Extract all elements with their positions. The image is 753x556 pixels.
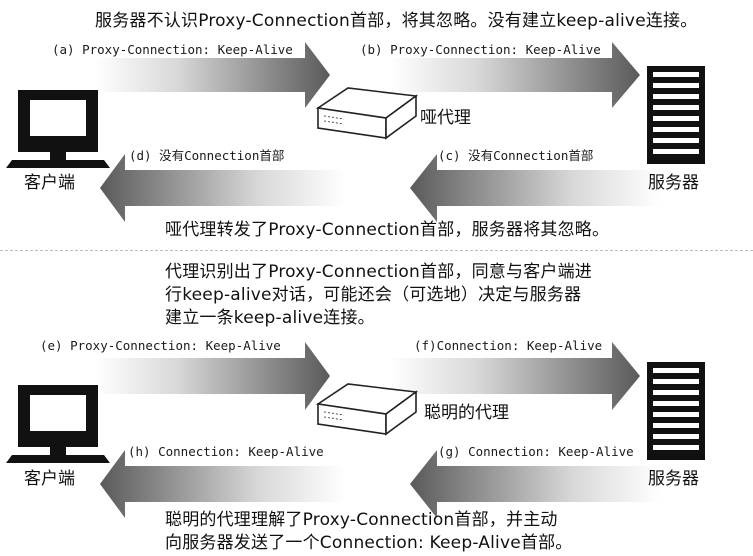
server-label: 服务器 xyxy=(648,469,699,489)
arrow-h-label: (h) Connection: Keep-Alive xyxy=(128,444,324,459)
top-bottom-caption: 哑代理转发了Proxy-Connection首部，服务器将其忽略。 xyxy=(165,220,610,240)
bottom-caption-line-2: 向服务器发送了一个Connection: Keep-Alive首部。 xyxy=(165,533,573,553)
arrow-b-label: (b) Proxy-Connection: Keep-Alive xyxy=(360,42,601,57)
smart-proxy-label: 聪明的代理 xyxy=(424,403,509,423)
arrow-f-label: (f)Connection: Keep-Alive xyxy=(414,338,603,353)
proxy-box-icon xyxy=(315,383,419,436)
arrow-b xyxy=(390,42,640,108)
server-tower-icon xyxy=(647,362,705,460)
client-computer-icon xyxy=(6,90,110,168)
intro-line-3: 建立一条keep-alive连接。 xyxy=(165,308,375,328)
intro-line-2: 行keep-alive对话，可能还会（可选地）决定与服务器 xyxy=(165,285,582,305)
client-computer-icon xyxy=(6,385,110,463)
arrow-g-label: (g) Connection: Keep-Alive xyxy=(438,444,634,459)
section-divider xyxy=(0,250,753,251)
proxy-box-icon xyxy=(315,87,419,140)
arrow-d-label: (d) 没有Connection首部 xyxy=(129,148,285,163)
server-label: 服务器 xyxy=(648,173,699,193)
dumb-proxy-label: 哑代理 xyxy=(420,108,471,128)
arrow-e-label: (e) Proxy-Connection: Keep-Alive xyxy=(40,338,281,353)
top-caption: 服务器不认识Proxy-Connection首部，将其忽略。没有建立keep-a… xyxy=(95,11,698,31)
client-label: 客户端 xyxy=(24,173,75,193)
arrow-c-label: (c) 没有Connection首部 xyxy=(438,148,594,163)
arrow-e xyxy=(95,342,330,410)
bottom-caption-line-1: 聪明的代理理解了Proxy-Connection首部，并主动 xyxy=(165,510,558,530)
arrow-g xyxy=(410,450,660,518)
intro-line-1: 代理识别出了Proxy-Connection首部，同意与客户端进 xyxy=(165,262,592,282)
server-tower-icon xyxy=(647,66,705,164)
arrow-f xyxy=(390,342,640,410)
client-label: 客户端 xyxy=(24,469,75,489)
arrow-d xyxy=(100,154,345,222)
arrow-h xyxy=(100,450,345,518)
arrow-a xyxy=(95,42,330,108)
arrow-a-label: (a) Proxy-Connection: Keep-Alive xyxy=(52,42,293,57)
arrow-c xyxy=(410,154,660,222)
